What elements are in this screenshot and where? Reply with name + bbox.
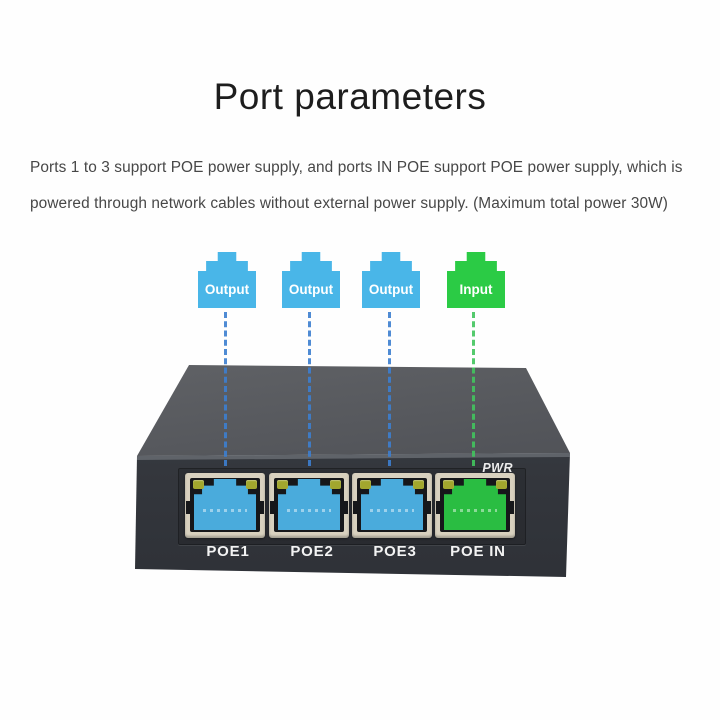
- port-jack-highlight-poe-in: [444, 479, 506, 530]
- port-notch-left: [270, 501, 274, 514]
- port-notch-right: [344, 501, 348, 514]
- port-label-poe3: POE3: [373, 543, 417, 560]
- poe-switch-device: PWR: [110, 360, 580, 588]
- rj45-port-poe-in: [435, 473, 515, 538]
- dashed-leader-line-2: [308, 312, 311, 466]
- input-plug-icon: Input: [447, 252, 505, 308]
- port-contacts: [203, 508, 247, 512]
- output-plug-icon-1: Output: [198, 252, 256, 308]
- port-notch-right: [260, 501, 264, 514]
- connector-label-2: Output: [288, 281, 334, 297]
- port-label-poe2: POE2: [290, 543, 334, 560]
- dashed-leader-line-1: [224, 312, 227, 466]
- port-led-right: [496, 480, 507, 489]
- rj45-port-poe3: [352, 473, 432, 538]
- output-plug-icon-2: Output: [282, 252, 340, 308]
- port-jack-highlight-poe2: [278, 479, 340, 530]
- port-label-poe1: POE1: [206, 543, 250, 560]
- port-notch-left: [186, 501, 190, 514]
- port-led-right: [330, 480, 341, 489]
- pwr-label: PWR: [482, 461, 513, 475]
- port-notch-right: [427, 501, 431, 514]
- port-contacts: [370, 508, 414, 512]
- rj45-port-poe2: [269, 473, 349, 538]
- dashed-leader-line-3: [388, 312, 391, 466]
- description-line-1: Ports 1 to 3 support POE power supply, a…: [30, 159, 683, 176]
- connector-label-4: Input: [459, 281, 493, 297]
- dashed-leader-line-4: [472, 312, 475, 466]
- port-contacts: [453, 508, 497, 512]
- port-notch-right: [510, 501, 514, 514]
- port-contacts: [287, 508, 331, 512]
- port-notch-left: [353, 501, 357, 514]
- port-led-left: [193, 480, 204, 489]
- device-edge-highlight: [137, 453, 570, 460]
- output-plug-icon-3: Output: [362, 252, 420, 308]
- port-jack-highlight-poe1: [194, 479, 256, 530]
- port-led-right: [413, 480, 424, 489]
- page-title: Port parameters: [213, 76, 487, 117]
- port-led-left: [277, 480, 288, 489]
- port-jack-highlight-poe3: [361, 479, 423, 530]
- description-line-2: powered through network cables without e…: [30, 195, 669, 212]
- port-led-left: [443, 480, 454, 489]
- device-top-face: [137, 365, 570, 456]
- description: Ports 1 to 3 support POE power supply, a…: [30, 158, 702, 230]
- connector-label-1: Output: [204, 281, 250, 297]
- port-label-poe-in: POE IN: [450, 543, 506, 560]
- port-led-left: [360, 480, 371, 489]
- connector-label-3: Output: [368, 281, 414, 297]
- port-led-right: [246, 480, 257, 489]
- rj45-port-poe1: [185, 473, 265, 538]
- port-notch-left: [436, 501, 440, 514]
